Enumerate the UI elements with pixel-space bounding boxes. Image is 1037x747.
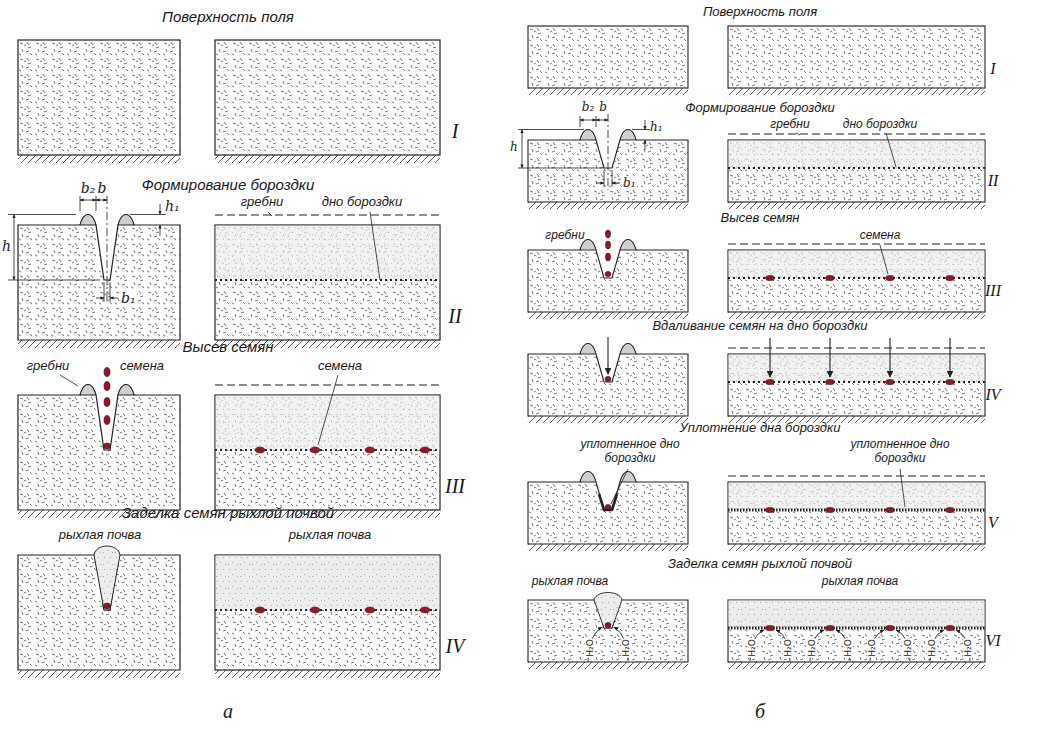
- dimension-label: b₁: [120, 290, 137, 306]
- dimension-label: b₂: [81, 180, 96, 196]
- stage-title: Уплотнение дна бороздки: [680, 420, 841, 435]
- water-label: H₂O: [783, 638, 793, 657]
- water-label: H₂O: [903, 638, 913, 657]
- stage-number: V: [988, 514, 998, 532]
- dimension-label: b: [98, 180, 107, 196]
- stage-title: Заделка семян рыхлой почвой: [122, 504, 334, 521]
- stage-number: II: [448, 305, 461, 328]
- stage-number: II: [988, 172, 999, 190]
- stage-number: I: [990, 60, 995, 78]
- dimension-label: b₂: [582, 100, 595, 114]
- stage-number: IV: [446, 635, 465, 658]
- stage-title: Поверхность поля: [703, 4, 817, 19]
- panel-letter: а: [223, 700, 233, 723]
- stage-title: Высев семян: [721, 210, 800, 225]
- stage-title: Высев семян: [182, 338, 273, 355]
- part-label: рыхлая почва: [822, 574, 898, 588]
- water-label: H₂O: [927, 638, 937, 657]
- part-label: гребни: [770, 117, 809, 131]
- dimension-label: h₁: [165, 198, 180, 214]
- stage-number: VI: [985, 632, 1000, 650]
- part-label: гребни: [241, 194, 284, 209]
- part-label: уплотненное дно бороздки: [850, 437, 950, 465]
- dimension-label: h: [510, 140, 518, 154]
- part-label: семена: [120, 358, 164, 373]
- stage-number: III: [985, 282, 1001, 300]
- part-label: дно бороздки: [843, 117, 917, 131]
- water-label: H₂O: [621, 638, 631, 657]
- part-label: дно бороздки: [322, 194, 403, 209]
- part-label: уплотненное дно бороздки: [580, 437, 680, 465]
- water-label: H₂O: [585, 638, 595, 657]
- stage-number: IV: [985, 386, 1000, 404]
- part-label: гребни: [545, 228, 584, 242]
- stage-title: Поверхность поля: [162, 8, 294, 25]
- water-label: H₂O: [867, 638, 877, 657]
- stage-title: Заделка семян рыхлой почвой: [668, 556, 852, 571]
- dimension-label: b: [599, 100, 607, 114]
- dimension-label: h₁: [650, 120, 663, 134]
- water-label: H₂O: [963, 638, 973, 657]
- stage-title: Формирование бороздки: [685, 100, 835, 115]
- part-label: рыхлая почва: [289, 527, 372, 542]
- dimension-label: b₁: [622, 176, 637, 190]
- stage-number: III: [445, 475, 465, 498]
- part-label: семена: [318, 358, 362, 373]
- stage-number: I: [452, 120, 459, 143]
- dimension-label: h: [2, 238, 11, 254]
- panel-letter: б: [755, 700, 765, 723]
- part-label: гребни: [27, 358, 70, 373]
- water-label: H₂O: [807, 638, 817, 657]
- stage-title: Формирование бороздки: [142, 176, 315, 193]
- water-label: H₂O: [747, 638, 757, 657]
- part-label: рыхлая почва: [532, 574, 608, 588]
- part-label: рыхлая почва: [59, 527, 142, 542]
- part-label: семена: [860, 228, 901, 242]
- stage-title: Вдаливание семян на дно бороздки: [652, 318, 867, 333]
- water-label: H₂O: [843, 638, 853, 657]
